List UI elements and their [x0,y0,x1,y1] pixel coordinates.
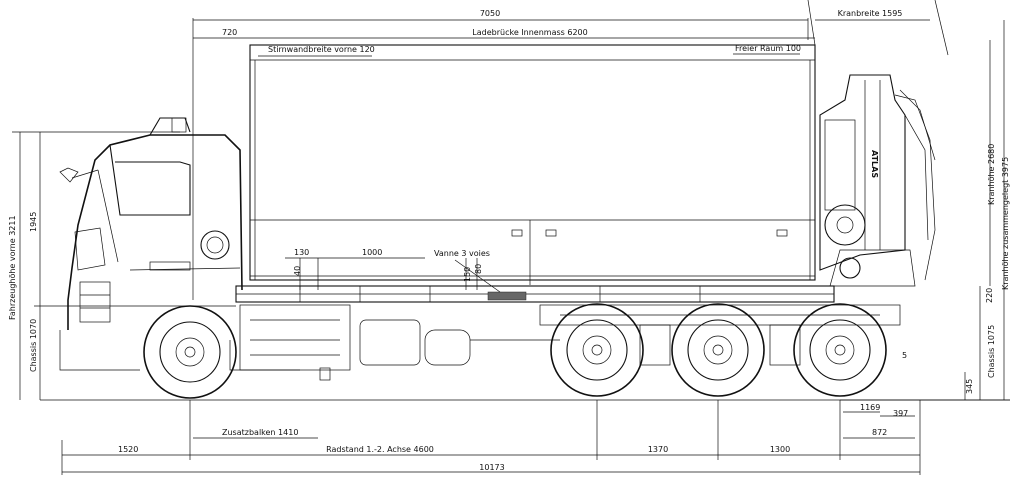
dim-overall-upper: 7050 [480,9,500,18]
dim-front-wall: Stirnwandbreite vorne 120 [268,45,375,54]
truck-cab [59,117,300,371]
dim-axle-2-3: 1370 [648,445,668,454]
dim-crane-width: Kranbreite 1595 [838,9,903,18]
right-dimensions: Kranhöhe 2680 Kranhöhe zusammengelegt 39… [840,20,1010,401]
dim-1169: 1169 [860,403,880,412]
dim-150: 150 [463,267,472,282]
dim-345: 345 [965,379,974,394]
dim-free-space: Freier Raum 100 [735,44,801,53]
rear-wheel-3 [793,303,887,397]
cargo-body [249,44,816,285]
dim-220: 220 [985,288,994,303]
drivetrain [200,230,560,381]
crane-brand: ATLAS [870,150,879,178]
rear-wheel-2 [671,303,765,397]
dim-axle-3-4: 1300 [770,445,790,454]
dim-130: 130 [294,248,309,257]
rear-wheel-1 [550,303,644,397]
label-valve: Vanne 3 voies [434,249,490,258]
dim-crane-height: Kranhöhe 2680 [987,144,996,205]
bottom-dimensions: 1169 397 872 Zusatzbalken 1410 1520 Rads… [61,400,921,475]
dim-cargo-inner: Ladebrücke Innenmass 6200 [472,28,587,37]
dim-1945: 1945 [29,212,38,232]
dim-40: 40 [293,266,302,276]
front-wheel [143,305,237,399]
dim-front-overhang: 1520 [118,445,138,454]
chassis-frame [235,285,835,303]
mid-dimensions: 130 1000 40 150 80 Vanne 3 voies [285,248,501,293]
dim-397: 397 [893,409,908,418]
dim-80: 80 [474,264,483,274]
dim-872: 872 [872,428,887,437]
dim-aux-beam: Zusatzbalken 1410 [222,428,298,437]
dim-overall-length: 10173 [479,463,504,472]
dim-5: 5 [902,351,907,360]
loader-crane: ATLAS [807,0,949,287]
dim-wheelbase: Radstand 1.-2. Achse 4600 [326,445,434,454]
dim-chassis-right: Chassis 1075 [987,325,996,378]
rear-suspension [539,304,901,366]
top-dimensions: 7050 Kranbreite 1595 720 Ladebrücke Inne… [192,9,930,300]
dim-1000: 1000 [362,248,382,257]
dim-720: 720 [222,28,237,37]
left-dimensions: Fahrzeughöhe vorne 3211 1945 Chassis 107… [8,131,236,400]
dim-chassis-left: Chassis 1070 [29,319,38,372]
dim-crane-folded: Kranhöhe zusammengelegt 3975 [1001,157,1010,290]
dim-vehicle-height: Fahrzeughöhe vorne 3211 [8,215,17,320]
